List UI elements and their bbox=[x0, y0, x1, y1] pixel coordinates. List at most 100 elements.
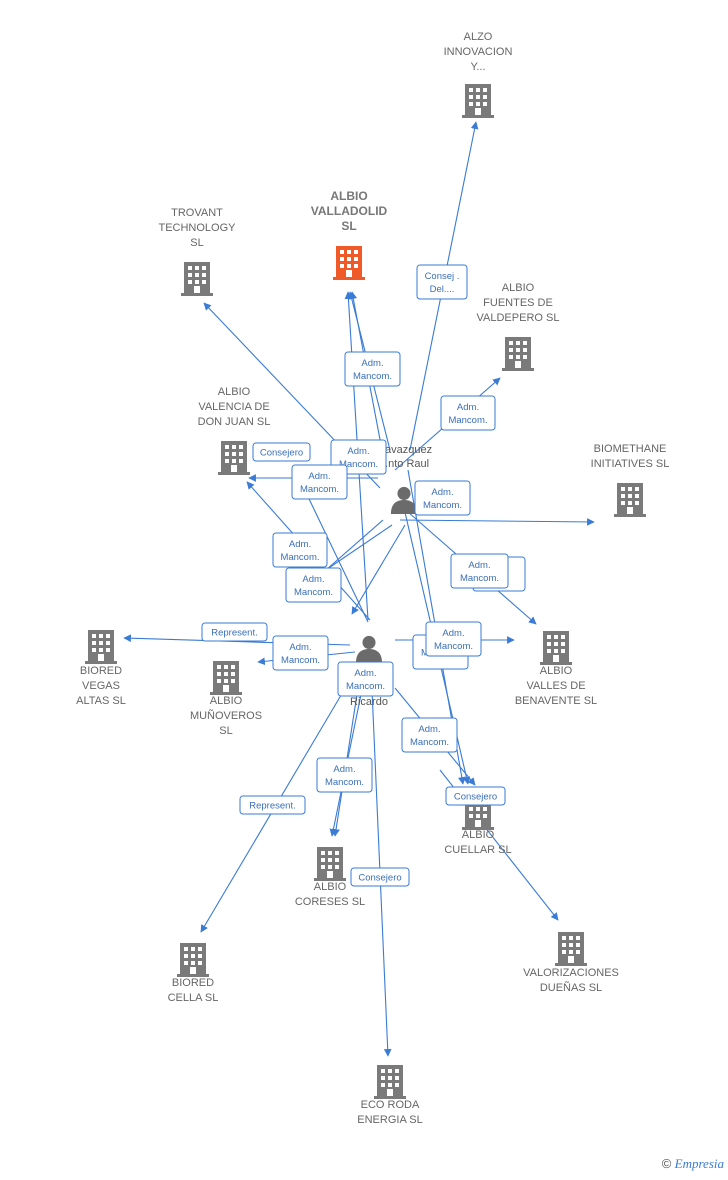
company-node-alzo[interactable]: ALZO INNOVACION Y... bbox=[444, 31, 513, 118]
role-badge[interactable]: Adm.Mancom. bbox=[272, 635, 329, 671]
role-badge[interactable]: Adm.Mancom. bbox=[291, 464, 348, 500]
company-label-line: VALDEPERO SL bbox=[477, 312, 560, 324]
role-badge-text: Mancom. bbox=[448, 415, 487, 426]
role-badge-box bbox=[344, 351, 401, 387]
person-node-raul[interactable]: ...avazquez...nto Raul bbox=[376, 444, 432, 514]
role-badge[interactable]: Adm.Mancom. bbox=[450, 553, 509, 589]
role-badge[interactable]: Adm.Mancom. bbox=[316, 757, 373, 793]
building-icon bbox=[333, 246, 365, 280]
person-label-line: ...nto Raul bbox=[379, 458, 429, 470]
building-icon bbox=[374, 1065, 406, 1099]
role-badge[interactable]: Adm.Mancom. bbox=[337, 661, 394, 697]
company-label-line: ALBIO bbox=[314, 881, 347, 893]
company-label-line: ALBIO bbox=[540, 665, 573, 677]
company-node-albio-cuellar[interactable]: ALBIO CUELLAR SL bbox=[444, 796, 512, 856]
relationship-edge bbox=[332, 674, 361, 837]
role-badge-text: Adm. bbox=[431, 487, 453, 498]
role-badge[interactable]: Consej .Del.... bbox=[416, 264, 468, 300]
role-badge-box bbox=[425, 621, 482, 657]
company-node-eco-roda[interactable]: ECO RODA ENERGIA SL bbox=[357, 1065, 423, 1126]
role-badge[interactable]: Adm. Mancom. bbox=[414, 480, 471, 516]
company-label-line: ALBIO bbox=[502, 282, 535, 294]
role-badge[interactable]: Represent. bbox=[239, 795, 306, 815]
role-badge[interactable]: Adm. Mancom. bbox=[344, 351, 401, 387]
role-badge-text: Adm. bbox=[347, 446, 369, 457]
person-icon bbox=[355, 635, 383, 663]
role-badge-text: Adm. bbox=[418, 724, 440, 735]
company-label-line: ENERGIA SL bbox=[357, 1114, 422, 1126]
role-badge[interactable]: Adm.Mancom. bbox=[272, 532, 328, 568]
role-badge-text: Mancom. bbox=[300, 484, 339, 495]
role-badge-text: Mancom. bbox=[410, 737, 449, 748]
role-badge-text: Adm. bbox=[289, 642, 311, 653]
role-badge-text: Mancom. bbox=[280, 552, 319, 563]
company-label-line: ALZO bbox=[464, 31, 493, 43]
role-badge[interactable]: Adm.Mancom. bbox=[425, 621, 482, 657]
role-badge-text: Mancom. bbox=[339, 459, 378, 470]
company-label-line: MUÑOVEROS bbox=[190, 709, 262, 722]
role-badge-text: Mancom. bbox=[294, 587, 333, 598]
role-badge-text: Mancom. bbox=[325, 777, 364, 788]
role-badge[interactable]: Consejero bbox=[445, 786, 506, 806]
role-badge-box bbox=[291, 464, 348, 500]
role-badge[interactable]: Represent. bbox=[201, 622, 268, 642]
company-label-line: ALBIO bbox=[462, 829, 495, 841]
person-node-ricardo[interactable]: Ricardo bbox=[350, 635, 388, 708]
company-label-line: VEGAS bbox=[82, 680, 120, 692]
role-badge-box bbox=[316, 757, 373, 793]
company-label-line: ECO RODA bbox=[361, 1099, 420, 1111]
role-badge-box bbox=[445, 786, 506, 806]
relationship-edge bbox=[399, 518, 595, 526]
company-label-line: Y... bbox=[470, 61, 485, 73]
person-label-line: Ricardo bbox=[350, 696, 388, 708]
role-badge-box bbox=[401, 717, 458, 753]
role-badge-box bbox=[414, 480, 471, 516]
company-node-biored-vegas[interactable]: BIORED VEGAS ALTAS SL bbox=[76, 630, 126, 707]
role-badge-text: Mancom. bbox=[353, 371, 392, 382]
company-label-line: TROVANT bbox=[171, 207, 223, 219]
company-label-line: BIOMETHANE bbox=[594, 443, 667, 455]
empresia-logo[interactable]: © Empresia bbox=[662, 1156, 724, 1172]
role-badge-text: Consejero bbox=[358, 873, 401, 884]
brand-name: Empresia bbox=[674, 1156, 724, 1171]
relationship-edge bbox=[329, 674, 366, 837]
company-label-line: VALENCIA DE bbox=[198, 401, 269, 413]
copyright-symbol: © bbox=[661, 1156, 672, 1171]
role-badge-text: Adm. bbox=[354, 668, 376, 679]
role-badge-text: Adm. bbox=[457, 402, 479, 413]
role-badge[interactable]: Consejero bbox=[350, 867, 410, 887]
company-label-line: DON JUAN SL bbox=[198, 416, 271, 428]
company-label-line: INNOVACION bbox=[444, 46, 513, 58]
company-label-line: ALBIO bbox=[218, 386, 251, 398]
building-icon bbox=[502, 337, 534, 371]
company-label-line: ALTAS SL bbox=[76, 695, 126, 707]
role-badge-text: Mancom. bbox=[423, 500, 462, 511]
role-badge[interactable]: Adm. Mancom. bbox=[401, 717, 458, 753]
role-badge[interactable]: Adm. Mancom. bbox=[440, 395, 496, 431]
building-icon bbox=[210, 661, 242, 695]
role-badge-text: Consej . bbox=[425, 271, 460, 282]
building-icon bbox=[85, 630, 117, 664]
company-label-line: BIORED bbox=[80, 665, 122, 677]
company-label-line: VALLES DE bbox=[526, 680, 585, 692]
building-icon bbox=[540, 631, 572, 665]
role-badge-text: Mancom. bbox=[460, 573, 499, 584]
company-label-line: VALORIZACIONES bbox=[523, 967, 619, 979]
role-badge[interactable]: Adm.Mancom. bbox=[285, 567, 342, 603]
company-label-line: CUELLAR SL bbox=[444, 844, 511, 856]
role-badge-box bbox=[272, 635, 329, 671]
company-label-line: SL bbox=[190, 237, 203, 249]
role-badge[interactable]: Consejero bbox=[252, 442, 311, 462]
relationship-edge bbox=[351, 524, 406, 615]
company-node-albio-valencia[interactable]: ALBIO VALENCIA DE DON JUAN SL bbox=[198, 386, 271, 475]
role-badge-text: Adm. bbox=[361, 358, 383, 369]
